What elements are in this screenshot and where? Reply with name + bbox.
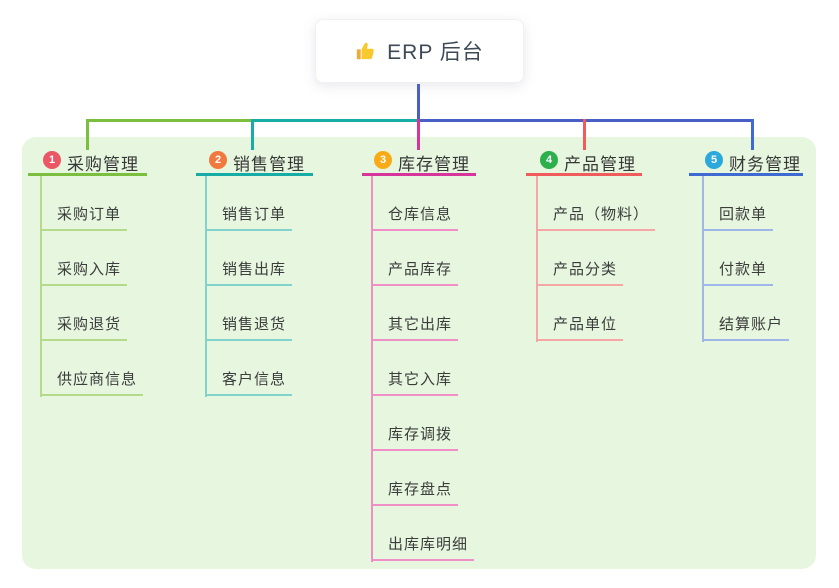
child-node[interactable]: 采购入库 <box>40 260 128 286</box>
connector-branch-drop <box>583 119 586 150</box>
branch-topic[interactable]: 1 采购管理 <box>28 147 147 176</box>
branch-children-spine <box>205 176 207 397</box>
branch-children-spine <box>371 176 373 562</box>
branches-panel-background <box>22 137 816 569</box>
branch-topic[interactable]: 4 产品管理 <box>526 147 642 176</box>
child-node[interactable]: 库存盘点 <box>371 480 459 506</box>
child-node[interactable]: 产品分类 <box>536 260 624 286</box>
branch-topic-label: 销售管理 <box>233 155 305 174</box>
branch-number-badge: 1 <box>43 151 61 169</box>
child-node[interactable]: 付款单 <box>702 260 774 286</box>
child-node[interactable]: 采购退货 <box>40 315 128 341</box>
branch-number-badge: 4 <box>540 151 558 169</box>
child-node[interactable]: 产品库存 <box>371 260 459 286</box>
child-node[interactable]: 销售出库 <box>205 260 293 286</box>
child-node[interactable]: 销售订单 <box>205 205 293 231</box>
connector-branch-drop <box>86 119 89 150</box>
child-node[interactable]: 客户信息 <box>205 370 293 396</box>
branch-topic[interactable]: 2 销售管理 <box>196 147 313 176</box>
thumbs-up-icon <box>357 42 374 60</box>
connector-branch-drop <box>251 119 254 150</box>
branch-children-spine <box>536 176 538 342</box>
connector-branch-drop <box>751 119 754 150</box>
child-node[interactable]: 出库库明细 <box>371 535 475 561</box>
child-node[interactable]: 其它出库 <box>371 315 459 341</box>
branch-children-spine <box>702 176 704 342</box>
root-node-label: ERP 后台 <box>387 41 484 64</box>
branch-topic[interactable]: 5 财务管理 <box>689 147 803 176</box>
child-node[interactable]: 产品单位 <box>536 315 624 341</box>
child-node[interactable]: 供应商信息 <box>40 370 144 396</box>
child-node[interactable]: 结算账户 <box>702 315 790 341</box>
branch-topic-label: 库存管理 <box>398 155 470 174</box>
child-node[interactable]: 产品（物料） <box>536 205 656 231</box>
child-node[interactable]: 库存调拨 <box>371 425 459 451</box>
branch-topic-label: 产品管理 <box>564 155 636 174</box>
branch-topic-label: 财务管理 <box>729 155 801 174</box>
branch-number-badge: 5 <box>705 151 723 169</box>
child-node[interactable]: 其它入库 <box>371 370 459 396</box>
connector-root-vertical <box>417 84 420 119</box>
connector-bus-segment <box>251 119 420 122</box>
branch-number-badge: 2 <box>209 151 227 169</box>
root-node[interactable]: ERP 后台 <box>315 19 524 83</box>
child-node[interactable]: 回款单 <box>702 205 774 231</box>
connector-branch-drop <box>417 119 420 150</box>
child-node[interactable]: 销售退货 <box>205 315 293 341</box>
child-node[interactable]: 仓库信息 <box>371 205 459 231</box>
branch-topic[interactable]: 3 库存管理 <box>362 147 476 176</box>
branch-topic-label: 采购管理 <box>67 155 139 174</box>
child-node[interactable]: 采购订单 <box>40 205 128 231</box>
branch-children-spine <box>40 176 42 397</box>
connector-bus-segment <box>86 119 253 122</box>
branch-number-badge: 3 <box>374 151 392 169</box>
